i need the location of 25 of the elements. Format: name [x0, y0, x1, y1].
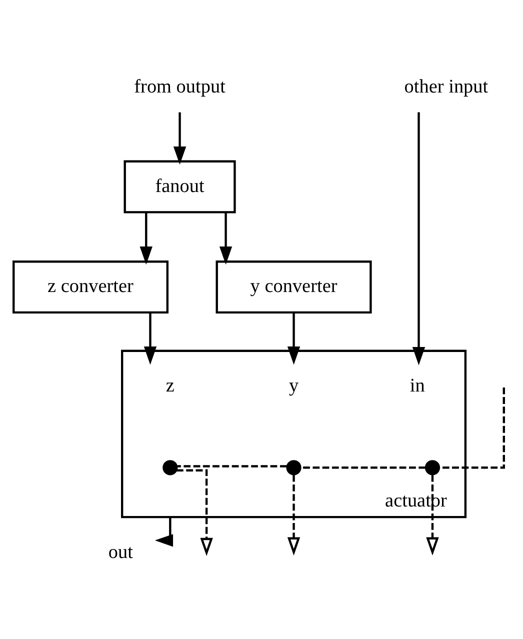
- node-text: from output: [134, 76, 226, 97]
- node-box: z converter: [12, 260, 169, 314]
- arrow: [140, 212, 152, 264]
- node-circle: [424, 460, 440, 475]
- arrow: [219, 212, 232, 264]
- node-text: in: [410, 375, 425, 396]
- connector: [177, 464, 287, 467]
- arrow: [287, 312, 300, 364]
- connector: [440, 387, 505, 468]
- arrow: [426, 474, 439, 555]
- arrow: [176, 468, 213, 556]
- arrow: [173, 112, 186, 164]
- arrow: [144, 312, 157, 364]
- arrow: [154, 516, 174, 546]
- node-text: other input: [404, 76, 488, 97]
- arrow: [287, 474, 300, 555]
- node-text: z: [166, 375, 174, 396]
- connector: [300, 466, 426, 468]
- node-box: y converter: [216, 260, 372, 314]
- node-circle: [162, 460, 178, 475]
- node-circle: [286, 460, 302, 475]
- node-box: fanout: [124, 160, 236, 213]
- arrow: [412, 112, 426, 365]
- node-text: y: [288, 375, 299, 396]
- node-text: out: [108, 541, 134, 562]
